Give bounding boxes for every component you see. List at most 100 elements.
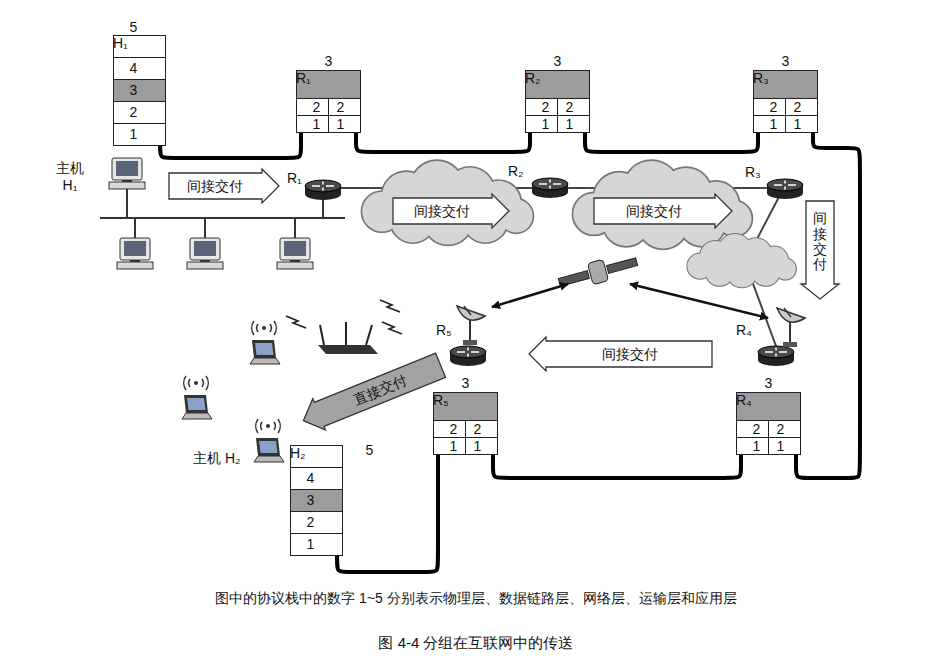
host-label: 主机 H₂	[193, 450, 240, 467]
layer-number: 1	[474, 438, 482, 454]
laptop	[254, 438, 284, 462]
layer-cell: 1	[785, 115, 818, 133]
layer-cell: 1	[113, 123, 166, 146]
layer-number: 2	[313, 99, 321, 115]
wireless-signal	[252, 321, 277, 335]
protocol-stack: 32211R₃	[753, 70, 818, 133]
delivery-arrow: 间接交付	[528, 336, 713, 372]
layer-number: 5	[130, 19, 138, 36]
layer-number: 2	[770, 99, 778, 115]
layer-cell: 2	[557, 98, 590, 116]
layer-number: 1	[777, 438, 785, 454]
layer-number: 2	[794, 99, 802, 115]
layer-cell: 2	[768, 420, 801, 438]
stack-name: R₅	[433, 392, 449, 408]
layer-cell: 4	[290, 467, 343, 490]
stack-name: H₁	[113, 35, 128, 51]
layer-number: 5	[366, 442, 374, 459]
layer-cell: 1	[290, 533, 343, 556]
wireless-signal	[184, 376, 209, 390]
layer-cell: 1	[328, 115, 361, 133]
router-icon	[450, 346, 486, 366]
delivery-arrow: 间接交付	[593, 193, 733, 229]
layer-number: 2	[777, 421, 785, 437]
router-label: R₅	[436, 322, 452, 339]
router-label: R₂	[508, 163, 524, 180]
layer-number: 4	[130, 58, 138, 79]
layer-cell: 2	[465, 420, 498, 438]
router-icon	[305, 180, 341, 200]
layer-number: 1	[753, 438, 761, 454]
layer-cell: 2	[328, 98, 361, 116]
layer-number: 1	[130, 124, 138, 145]
packet-path	[337, 455, 438, 572]
layer-number: 3	[782, 53, 790, 70]
satellite-dish	[777, 308, 805, 347]
satellite	[557, 251, 640, 293]
stack-name: R₂	[525, 70, 541, 86]
protocol-stack: 54321H₁	[113, 35, 166, 146]
layer-number: 1	[794, 116, 802, 132]
access-point	[318, 322, 378, 354]
computer	[187, 238, 223, 269]
router-label: R₁	[287, 170, 302, 187]
cloud	[573, 161, 751, 248]
protocol-stack: 32211R₁	[296, 70, 361, 133]
host-computer	[109, 158, 145, 189]
packet-path	[493, 455, 741, 478]
layer-number: 2	[753, 421, 761, 437]
layer-cell: 2	[296, 98, 329, 116]
delivery-label: 间接交付	[187, 177, 243, 195]
delivery-arrow: 间接交付	[800, 200, 840, 300]
layer-cell: 1	[557, 115, 590, 133]
wireless-signal	[256, 419, 281, 433]
delivery-label: 间接交付	[414, 202, 470, 220]
laptop	[250, 340, 280, 364]
delivery-label: 间接交付	[602, 345, 658, 363]
layer-cell: 2	[753, 98, 786, 116]
delivery-arrow: 直接交付	[296, 348, 449, 438]
note: 图中的协议栈中的数字 1~5 分别表示物理层、数据链路层、网络层、运输层和应用层	[0, 590, 952, 607]
layer-cell: 2	[525, 98, 558, 116]
arrow-outline	[393, 194, 509, 228]
layer-cell: 1	[296, 115, 329, 133]
cloud	[362, 161, 533, 245]
layer-number: 3	[765, 375, 773, 392]
layer-number: 1	[566, 116, 574, 132]
layer-number: 1	[450, 438, 458, 454]
router-icon	[758, 346, 794, 366]
computer	[117, 238, 153, 269]
host-label: 主机 H₁	[50, 160, 90, 194]
cloud	[687, 234, 796, 287]
packet-path	[356, 133, 530, 152]
layer-number: 3	[554, 53, 562, 70]
layer-number: 1	[542, 116, 550, 132]
stack-name: R₁	[296, 70, 311, 86]
protocol-stack: 32211R₅	[433, 392, 498, 455]
layer-number: 2	[307, 512, 315, 533]
layer-cell: 1	[736, 437, 769, 455]
layer-number: 1	[313, 116, 321, 132]
layer-number: 2	[130, 102, 138, 123]
router-icon	[767, 179, 803, 199]
layer-number: 1	[307, 534, 315, 555]
layer-number: 2	[566, 99, 574, 115]
arrow-outline	[297, 350, 447, 437]
arrow-outline	[801, 201, 839, 299]
packet-path	[160, 41, 813, 455]
layer-cell: 2	[785, 98, 818, 116]
protocol-stack: 54321H₂	[290, 445, 343, 556]
layer-cell: 1	[433, 437, 466, 455]
layer-number: 2	[337, 99, 345, 115]
layer-cell: 1	[768, 437, 801, 455]
router-label: R₃	[745, 164, 761, 181]
caption: 图 4-4 分组在互联网中的传送	[0, 634, 952, 653]
layer-number: 2	[474, 421, 482, 437]
layer-cell: 2	[290, 511, 343, 534]
delivery-label: 间接交付	[813, 211, 827, 273]
delivery-arrow: 间接交付	[168, 168, 280, 204]
layer-number: 1	[770, 116, 778, 132]
layer-number: 2	[450, 421, 458, 437]
layer-cell: 1	[753, 115, 786, 133]
stack-name: R₃	[753, 70, 769, 86]
